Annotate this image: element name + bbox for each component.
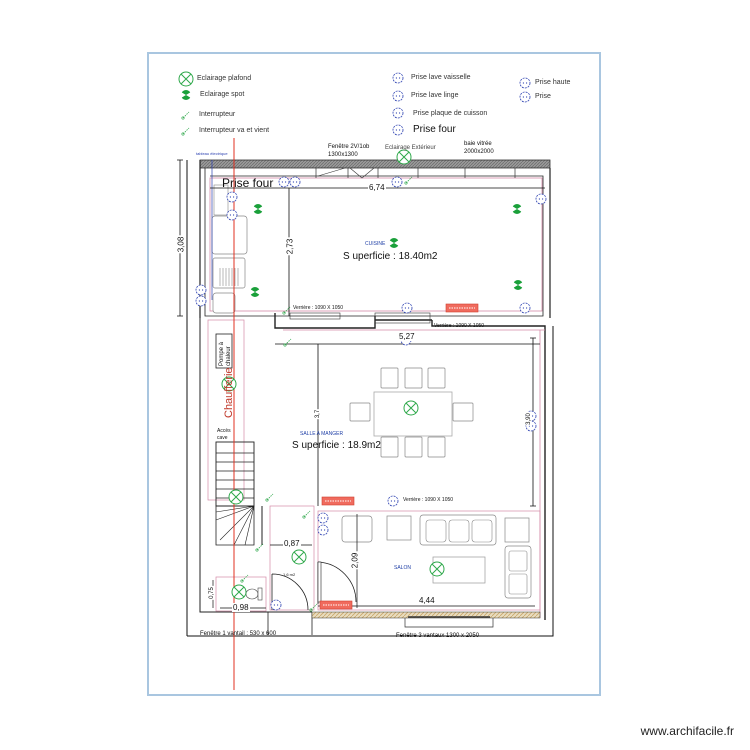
heat-pump-label-line2: chaleur: [226, 346, 232, 366]
glass-wall-label-2: Verrière : 1090 X 1050: [434, 323, 485, 329]
dim-dining-height: 3,7: [315, 408, 322, 420]
electric-panel-label: tableau électrique: [196, 151, 228, 156]
kitchen-area: S uperficie : 18.40m2: [343, 251, 438, 262]
legend-oven-outlet: Prise four: [413, 124, 456, 135]
glass-wall-label-3: Verrière : 1090 X 1050: [403, 497, 454, 503]
window-top-label-line2: 1300x1300: [328, 152, 358, 158]
dim-wc-width: 0,98: [232, 603, 250, 612]
window-top-label-line1: Fenêtre 2V/1ob: [328, 144, 370, 150]
watermark: www.archifacile.fr: [640, 724, 734, 738]
cellar-access-line2: cave: [217, 435, 228, 441]
heat-pump-label-line1: Pompe à: [219, 341, 225, 366]
legend-cooktop-outlet: Prise plaque de cuisson: [413, 110, 488, 117]
kitchen-room-name: CUISINE: [365, 241, 386, 247]
window-bottom-left-label: Fenêtre 1 vantail : 530 x 600: [200, 631, 277, 637]
dining-room-name: SALLE A MANGER: [300, 431, 344, 437]
dim-kitchen-width: 6,74: [368, 183, 386, 192]
cellar-access-line1: Accès: [217, 428, 231, 434]
wc-area: 1,6 m2: [283, 572, 296, 577]
dim-wc-height: 0,75: [208, 586, 215, 600]
dim-dining-width: 5,27: [398, 332, 416, 341]
glass-wall-label-1: Verrière : 1090 X 1050: [293, 305, 344, 311]
legend-dishwasher-outlet: Prise lave vaisselle: [411, 74, 471, 81]
legend-ceiling-light: Eclairage plafond: [197, 75, 252, 82]
oven-outlet-label: Prise four: [222, 176, 274, 190]
legend-switch: Interrupteur: [199, 111, 236, 118]
legend-outlet: Prise: [535, 93, 551, 100]
exterior-light-label: Eclairage Extérieur: [385, 145, 436, 151]
bay-window-label-line1: baie vitrée: [464, 141, 492, 147]
dim-kitchen-height-inner: 2,73: [285, 237, 295, 256]
drawing-frame: [147, 52, 601, 696]
living-room-name: SALON: [394, 565, 411, 571]
legend-washing-machine-outlet: Prise lave linge: [411, 92, 459, 99]
dim-hall-width: 0,87: [283, 539, 301, 548]
legend-spot-light: Eclairage spot: [200, 91, 245, 98]
window-bottom-right-label: Fenêtre 3 vantaux 1300 x 2050: [396, 633, 480, 639]
dining-area: S uperficie : 18.9m2: [292, 440, 381, 451]
dim-living-height: 2,09: [350, 551, 360, 570]
bay-window-label-line2: 2000x2000: [464, 149, 494, 155]
boiler-room-label: Chaufferie: [223, 367, 235, 418]
dim-kitchen-height-outer: 3,08: [176, 235, 186, 254]
legend-two-way-switch: Interrupteur va et vient: [199, 127, 270, 134]
dim-living-width: 4,44: [418, 596, 436, 605]
legend-high-outlet: Prise haute: [535, 79, 571, 86]
dim-dining-right-height: 3,90: [525, 412, 532, 426]
